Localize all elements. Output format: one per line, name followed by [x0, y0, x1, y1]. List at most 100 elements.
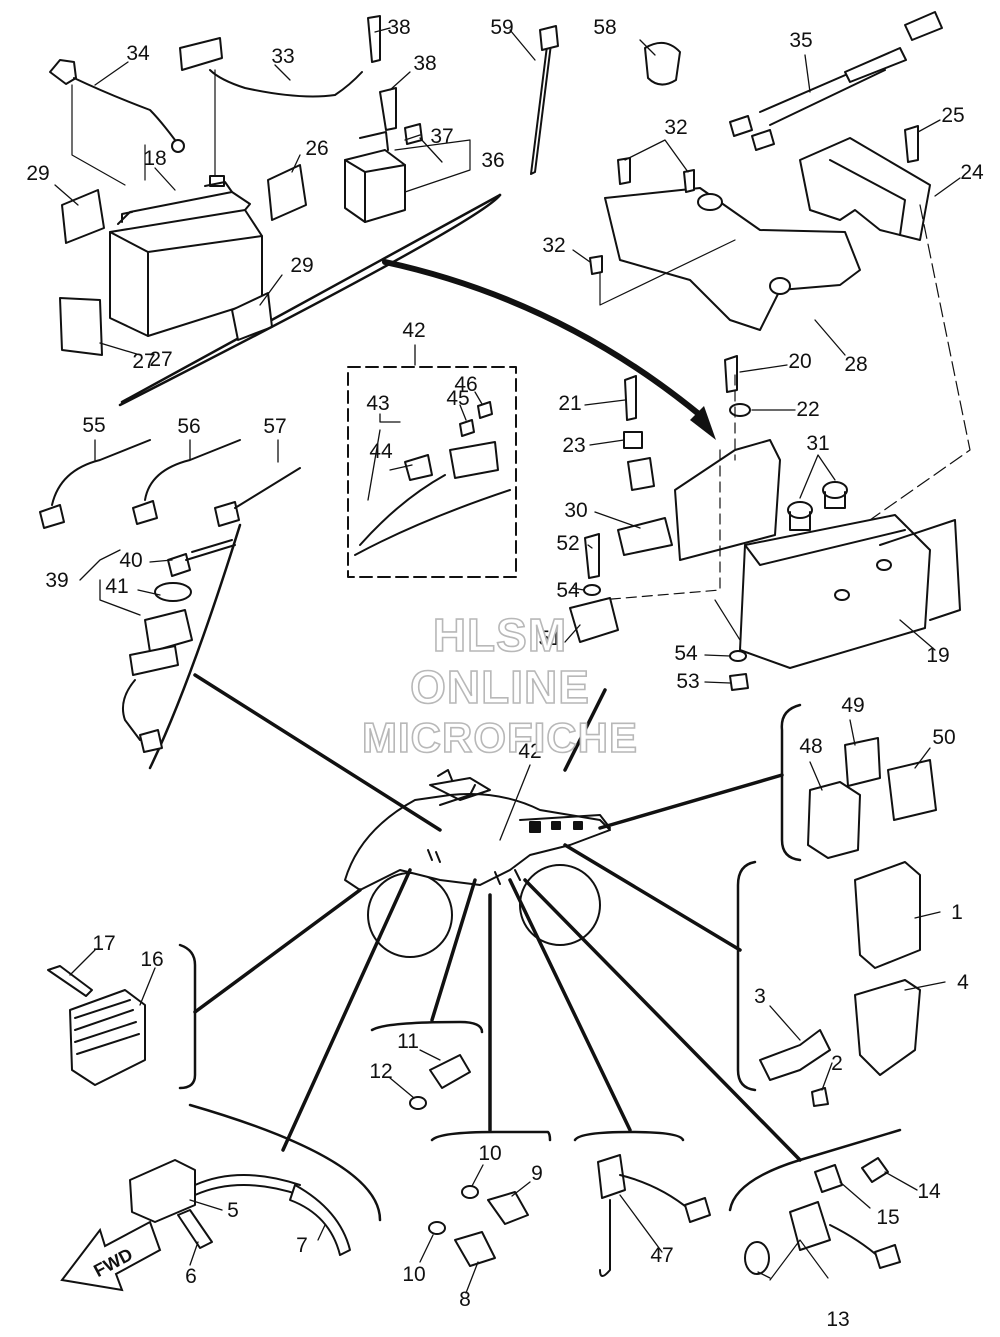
- gasket-10-b: [428, 1221, 446, 1235]
- leader-relays: [598, 773, 784, 830]
- sidestand-switch-47: [597, 1154, 626, 1199]
- callout-5: 5: [227, 1199, 239, 1222]
- bracket-3: [759, 1029, 831, 1081]
- battery-pad-29-left: [61, 189, 105, 244]
- callout-38: 38: [413, 52, 436, 75]
- callout-33: 33: [271, 45, 294, 68]
- sensor-9: [487, 1191, 529, 1225]
- cable-tie-56: [132, 500, 158, 525]
- callout-28: 28: [844, 353, 867, 376]
- callout-58: 58: [593, 16, 616, 39]
- battery-box-bracket-28: [604, 187, 861, 331]
- callout-30: 30: [564, 499, 587, 522]
- leader-ecu: [563, 843, 742, 952]
- callout-34: 34: [126, 42, 150, 65]
- key-40: [167, 553, 191, 577]
- callout-12: 12: [369, 1060, 392, 1083]
- starter-relay-36: [344, 131, 406, 223]
- callout-31: 31: [806, 432, 829, 455]
- cable-tie-57: [214, 501, 240, 527]
- callout-9: 9: [531, 1162, 543, 1185]
- o-ring-14: [744, 1241, 770, 1275]
- callout-54: 54: [556, 579, 580, 602]
- callout-27: 27: [149, 348, 172, 371]
- callout-8: 8: [459, 1288, 471, 1311]
- bolt-32-c: [589, 255, 603, 275]
- callout-35: 35: [789, 29, 812, 52]
- thermo-switch-11: [429, 1054, 471, 1089]
- callout-44: 44: [369, 440, 393, 463]
- nut-53: [729, 673, 749, 691]
- ecu-holder-4: [854, 979, 921, 1076]
- battery-cable-34: [49, 59, 77, 85]
- callout-45: 45: [446, 387, 469, 410]
- callout-19: 19: [926, 644, 949, 667]
- clamp-58: [644, 41, 681, 86]
- assembly-arrow: [382, 259, 703, 418]
- bolt-18: [47, 965, 93, 997]
- callout-40: 40: [119, 549, 142, 572]
- sensor-8: [454, 1231, 496, 1267]
- leader-group-42: [563, 688, 607, 772]
- washer-54-a: [583, 584, 601, 596]
- cable-tie-59: [530, 35, 553, 175]
- callout-2: 2: [831, 1052, 843, 1075]
- bolt-32-a: [617, 157, 631, 185]
- rectifier-regulator-17: [69, 989, 146, 1086]
- callout-3: 3: [754, 985, 766, 1008]
- callout-14: 14: [917, 1180, 941, 1203]
- callout-21: 21: [558, 392, 581, 415]
- sidestand-bracket: [573, 1130, 685, 1142]
- gasket-10-a: [461, 1185, 479, 1199]
- callout-26: 26: [305, 137, 328, 160]
- sensor-bracket: [430, 1130, 552, 1142]
- callout-32: 32: [664, 116, 687, 139]
- callout-55: 55: [82, 414, 105, 437]
- callout-7: 7: [296, 1234, 308, 1257]
- callout-48: 48: [799, 735, 822, 758]
- bolt-38-top: [367, 15, 381, 63]
- callout-10: 10: [478, 1142, 501, 1165]
- cable-tie-55: [39, 504, 65, 529]
- rectifier-bracket: [178, 943, 197, 1090]
- fwd-arrow: FWD: [60, 1220, 162, 1292]
- bolt-21: [724, 355, 738, 393]
- callout-22: 22: [796, 398, 819, 421]
- callout-37: 37: [430, 125, 453, 148]
- callout-29: 29: [290, 254, 313, 277]
- callout-52: 52: [556, 532, 579, 555]
- callout-20: 20: [788, 350, 811, 373]
- callout-41: 41: [105, 575, 128, 598]
- callout-42: 42: [402, 319, 425, 342]
- callout-36: 36: [481, 149, 504, 172]
- relay-50: [887, 759, 937, 821]
- bolt-38-lower: [379, 87, 397, 131]
- ecu-bracket: [736, 860, 757, 1092]
- battery-cover-25: [799, 137, 931, 241]
- battery-tray-20: [674, 439, 961, 669]
- callout-54: 54: [674, 642, 698, 665]
- callout-42: 42: [518, 740, 541, 763]
- callout-16: 16: [140, 948, 163, 971]
- coil-bracket: [188, 1103, 382, 1222]
- speed-sensor-bracket: [728, 1128, 902, 1212]
- callout-1: 1: [951, 901, 963, 924]
- callout-11: 11: [397, 1030, 419, 1053]
- leader-switch: [193, 673, 442, 832]
- callout-4: 4: [957, 971, 969, 994]
- gasket-12: [409, 1096, 427, 1110]
- leader-ignition-coil: [281, 868, 412, 1152]
- bolt-2: [811, 1087, 829, 1107]
- callout-10: 10: [402, 1263, 425, 1286]
- callout-59: 59: [490, 16, 513, 39]
- fuse-holder-harness: [354, 489, 511, 556]
- callout-6: 6: [185, 1265, 197, 1288]
- thermo-bracket: [370, 1020, 484, 1034]
- bolt-15: [861, 1157, 889, 1183]
- battery-pad-27-bottom: [59, 297, 103, 356]
- fuse-37: [404, 123, 423, 145]
- battery-pad-27-right: [267, 164, 307, 221]
- callout-57: 57: [263, 415, 286, 438]
- battery-cable-33: [179, 37, 223, 71]
